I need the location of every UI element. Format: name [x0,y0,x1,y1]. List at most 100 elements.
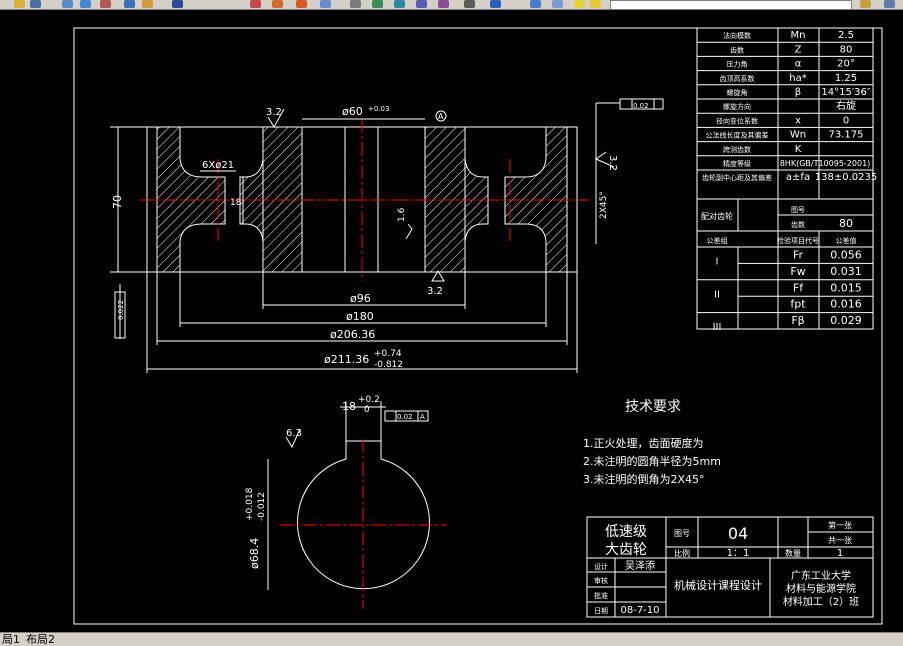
markup-icon[interactable] [438,0,449,8]
part-name-1: 低速级 [605,524,647,540]
school-2: 材料与能源学院 [786,582,856,595]
runout-left: 0.022 [117,300,125,320]
layout-tabs: 局1 布局2 [0,632,903,646]
param-symbol: Mn [791,30,806,41]
tol-group: II [714,289,720,300]
tol-value: 0.056 [830,248,862,261]
tol-header-group: 公差组 [707,236,728,245]
tech-item-3: 3.未注明的倒角为2X45° [583,472,705,486]
scale-value: 1：1 [727,548,750,559]
param-name: 压力角 [727,60,748,69]
copy-icon[interactable] [124,0,135,8]
layer-bulb-icon[interactable] [574,0,585,8]
param-value: 右旋 [836,99,856,112]
keyway-width: 18 [342,400,356,413]
tol-item: Ff [793,281,804,294]
layer-previous-icon[interactable] [860,0,871,8]
preview-icon[interactable] [80,0,91,8]
open-icon[interactable] [14,0,25,8]
keyway-width-up: +0.2 [358,395,380,405]
tol-header-value: 公差值 [836,236,857,245]
keyway-dia-low: -0.012 [257,492,267,521]
tol-header-item: 检验项目代号 [777,236,819,245]
sheet-set-icon[interactable] [416,0,427,8]
school-1: 广东工业大学 [791,569,851,582]
layer-sun-icon[interactable] [590,0,601,8]
designer-name: 吴泽添 [625,559,655,572]
undo-icon[interactable] [172,0,183,8]
dim-height: 70 [111,195,124,209]
help-icon[interactable] [490,0,501,8]
param-symbol: Wn [790,130,806,141]
rough-1-6: 1.6 [397,207,407,222]
pair-teeth-val: 80 [839,217,853,230]
param-name: 跨测齿数 [723,145,751,154]
fig-no: 04 [728,524,748,543]
keyway-dia-up: +0.018 [245,487,255,521]
pair-fig: 图号 [791,206,805,214]
print-icon[interactable] [62,0,73,8]
layer-state-icon[interactable] [552,0,563,8]
param-symbol: Z [795,44,802,55]
drawing-canvas[interactable]: ø60 +0.03 3.2 6Xø21 18 A 70 3.2 1.6 2X45… [0,9,903,632]
dim-d211: ø211.36 [324,353,369,366]
param-symbol: α [795,59,802,70]
rough-right: 3.2 [607,155,618,171]
school-3: 材料加工（2）班 [783,595,859,608]
param-name: 螺旋方向 [723,102,751,111]
param-name: 齿数 [730,45,744,54]
keyway-view [267,401,430,590]
calculator-icon[interactable] [464,0,475,8]
param-symbol: β [795,87,801,98]
zoom-window-icon[interactable] [296,0,307,8]
param-symbol: ha* [789,73,806,84]
dim-d60: ø60 [342,105,363,118]
dim-d211-up: +0.74 [374,349,402,359]
save-icon[interactable] [30,0,41,8]
date-value: 08-7-10 [620,605,659,616]
course-name: 机械设计课程设计 [674,578,762,592]
paste-icon[interactable] [142,0,153,8]
tol-group: I [716,256,719,267]
scale-label: 比例 [674,548,690,558]
layer-dropdown[interactable] [610,0,852,9]
keyway-rough: 6.3 [286,428,302,439]
tab-layout1[interactable]: 局1 [2,633,20,646]
cut-icon[interactable] [100,0,111,8]
dim-chamfer: 2X45° [599,191,609,219]
qty-label: 数量 [785,548,801,558]
param-value: 0 [843,115,849,126]
param-symbol: K [795,144,802,155]
design-center-icon[interactable] [372,0,383,8]
param-name: 螺旋角 [727,88,748,97]
sheet-2: 共一张 [828,536,852,545]
tol-item: fpt [790,298,806,311]
tool-palette-icon[interactable] [394,0,405,8]
param-name: 精度等级 [723,159,751,168]
rough-top: 3.2 [266,107,282,118]
designer-label: 设计 [594,562,608,571]
param-value: 2.5 [838,30,854,41]
param-value: 80 [840,44,853,55]
layer-manager-icon[interactable] [530,0,541,8]
keyway-dia: ø68.4 [248,538,261,569]
keyway-tol: 0.02 [397,413,413,421]
param-name: 径向变位系数 [716,116,758,125]
param-value: 138±0.0235 [815,172,877,183]
tab-layout2[interactable]: 布局2 [26,633,55,646]
zoom-realtime-icon[interactable] [272,0,283,8]
sheet-border [73,27,883,625]
part-name-2: 大齿轮 [605,542,647,558]
layer-tools-icon[interactable] [884,0,895,8]
param-value: 8HK(GB/T10095-2001) [780,159,871,168]
center-lines [140,119,588,281]
zoom-previous-icon[interactable] [320,0,331,8]
pan-icon[interactable] [250,0,261,8]
pair-teeth: 齿数 [791,220,805,229]
approve-label: 批准 [594,591,608,600]
properties-icon[interactable] [350,0,361,8]
dim-d60-tol: +0.03 [368,105,389,113]
date-label: 日期 [594,607,608,615]
param-name: 齿轮副中心距及其偏差 [702,173,772,182]
